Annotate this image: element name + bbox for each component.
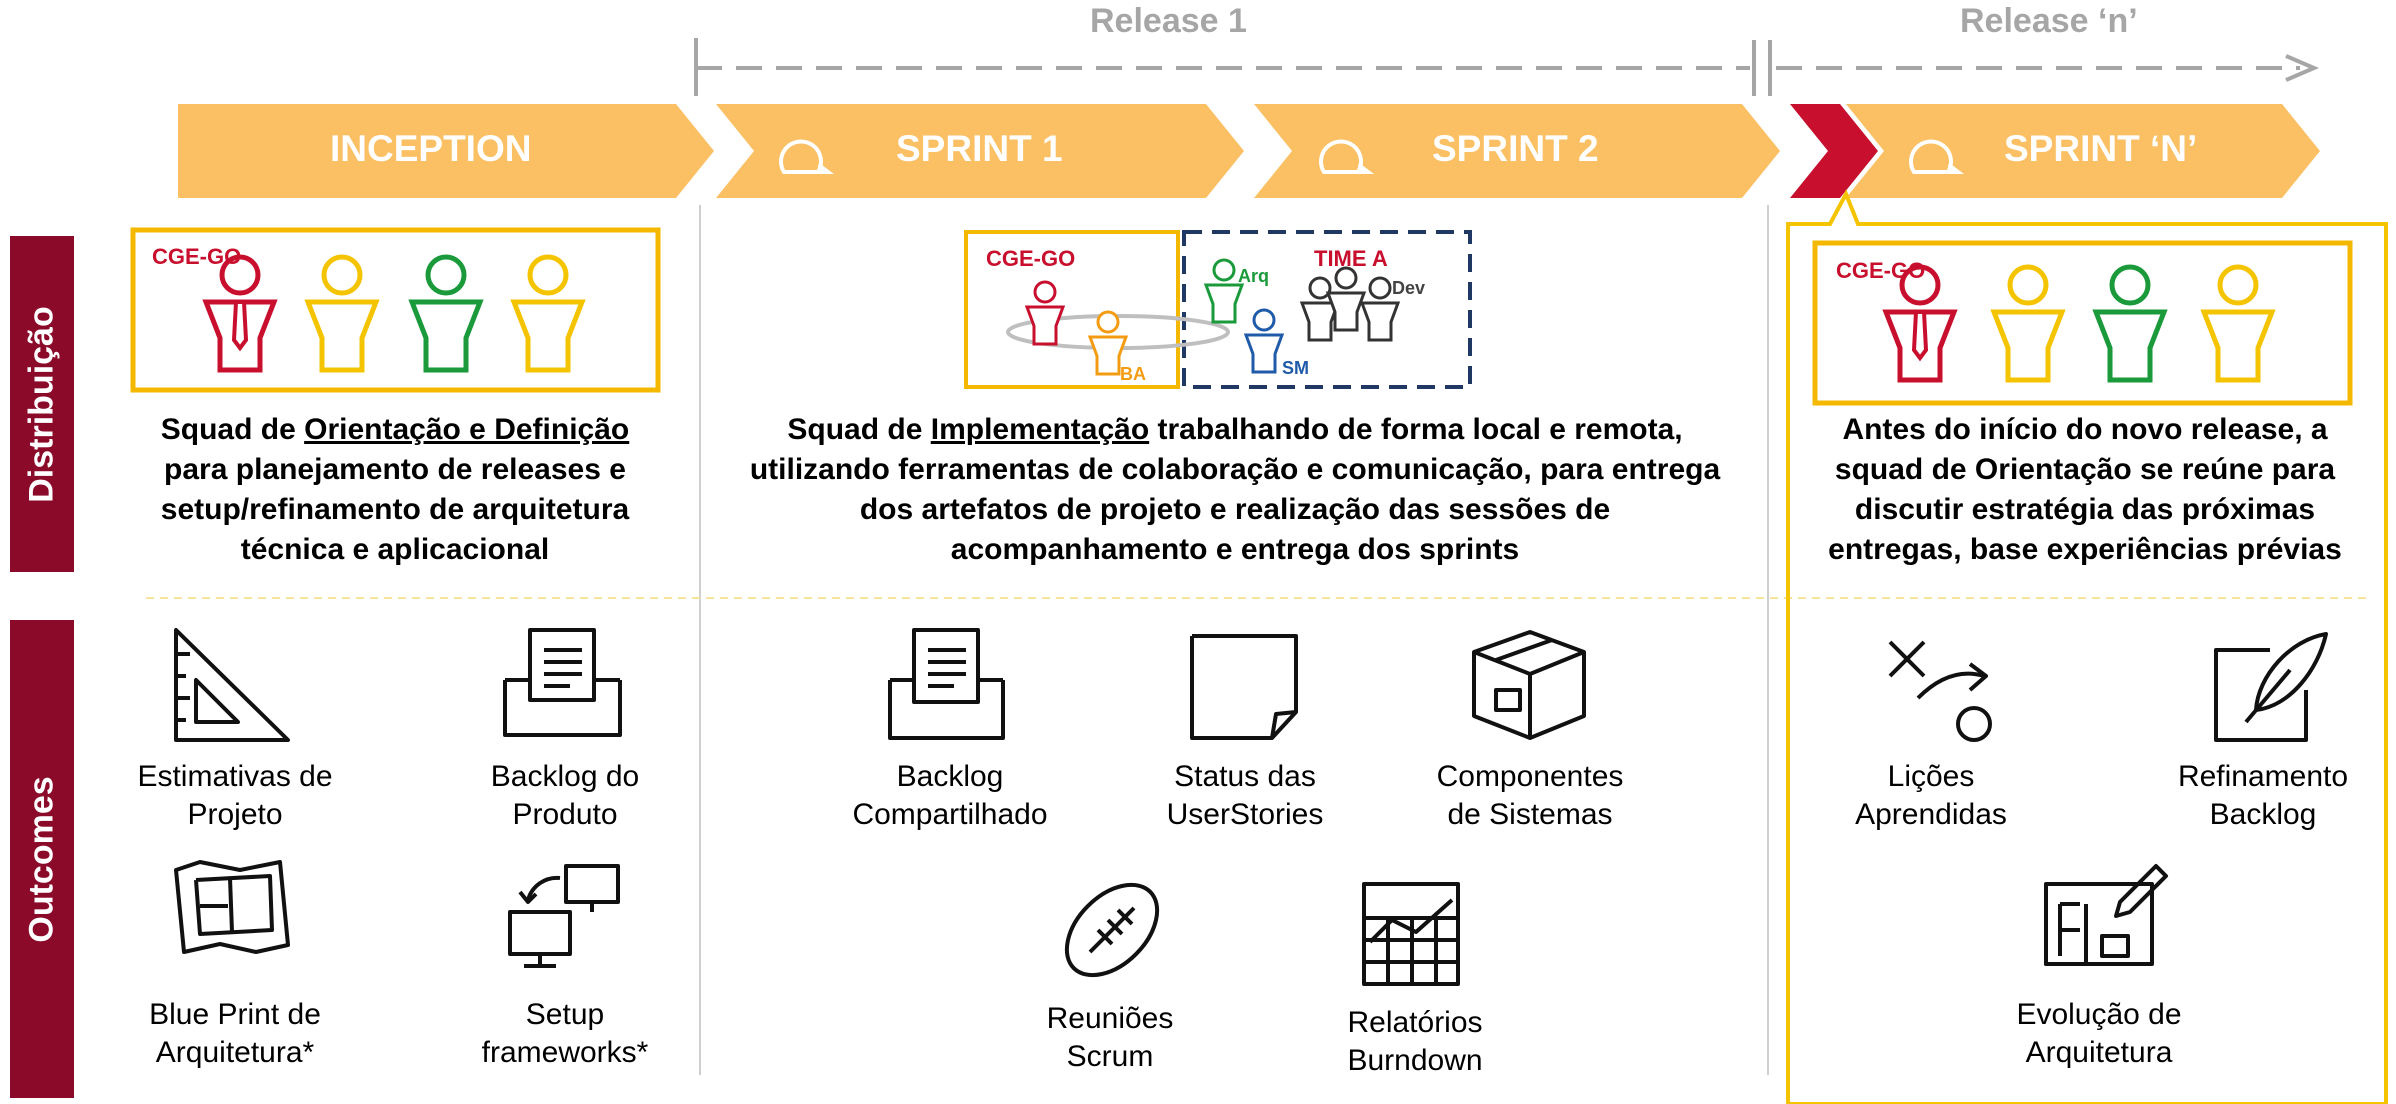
phase-label: INCEPTION xyxy=(330,128,532,169)
team-tag-time-a: TIME A xyxy=(1314,246,1388,271)
phase-sprintn-shape xyxy=(1846,104,2320,198)
phase-sprint-n: SPRINT ‘N’ xyxy=(2004,102,2197,196)
blueprint-pencil-icon xyxy=(2044,864,2168,966)
sidebar-outcomes: Outcomes xyxy=(10,620,74,1098)
outcome-refinamento-backlog: Refinamento Backlog xyxy=(2177,760,2349,831)
sprintn-team-frame xyxy=(1812,240,2353,406)
sprintn-description: Antes do início do novo release, a squad… xyxy=(1828,413,2342,566)
outcome-backlog-compartilhado: Backlog Compartilhado xyxy=(852,760,1048,831)
person-green-icon xyxy=(412,257,480,370)
person-green-icon xyxy=(2096,267,2164,380)
release-timeline xyxy=(694,38,2320,96)
floor-plan-icon xyxy=(174,860,290,954)
sprint-time-a-frame xyxy=(1182,230,1472,389)
outcome-status-userstories: Status das UserStories xyxy=(1166,760,1324,831)
box-icon xyxy=(1472,630,1586,740)
phase-sprint-2: SPRINT 2 xyxy=(1432,102,1599,196)
inbox-document-icon xyxy=(888,628,1005,740)
phase-sprint2-shape xyxy=(1254,104,1780,198)
outcome-icons xyxy=(174,628,2328,986)
phase-sprintn-red-shape xyxy=(1790,104,1878,198)
inbox-document-icon xyxy=(503,628,622,737)
sprint-loop-icons xyxy=(779,139,1964,174)
phase-sprint1-shape xyxy=(716,104,1244,198)
phase-label: SPRINT 1 xyxy=(896,128,1063,169)
sprints-description: Squad de Implementação trabalhando de fo… xyxy=(749,413,1721,566)
tactics-icon xyxy=(1888,640,1992,742)
inception-description: Squad de Orientação e Definição para pla… xyxy=(160,413,630,566)
sprintn-callout-frame xyxy=(1786,189,2388,1104)
sprint-cge-frame xyxy=(964,230,1180,389)
person-yellow-icon xyxy=(2204,267,2272,380)
phase-label: SPRINT ‘N’ xyxy=(2004,128,2198,169)
person-yellow-icon xyxy=(1994,267,2062,380)
football-icon xyxy=(1064,882,1160,978)
release-1-label: Release 1 xyxy=(1090,2,1247,40)
inception-team-frame xyxy=(130,227,661,393)
sidebar-label: Outcomes xyxy=(22,775,61,943)
team-tag-cge: CGE-GO xyxy=(152,244,242,269)
outcome-licoes-aprendidas: Lições Aprendidas xyxy=(1855,760,2007,831)
sidebar-distribution: Distribuição xyxy=(10,236,74,572)
outcome-setup-frameworks: Setup frameworks* xyxy=(481,998,649,1069)
release-n-label: Release ‘n’ xyxy=(1960,2,2138,40)
chart-grid-icon xyxy=(1362,882,1460,986)
role-arq: Arq xyxy=(1238,266,1269,286)
team-tag-cge: CGE-GO xyxy=(1836,258,1926,283)
sprintn-people xyxy=(1886,267,2272,380)
team-tag-cge: CGE-GO xyxy=(986,246,1076,271)
outcome-reunioes-scrum: Reuniões Scrum xyxy=(1046,1002,1174,1073)
person-yellow-icon xyxy=(308,257,376,370)
role-sm: SM xyxy=(1282,358,1309,378)
person-yellow-icon xyxy=(514,257,582,370)
outcome-backlog-produto: Backlog do Produto xyxy=(490,760,640,831)
outcome-blue-print: Blue Print de Arquitetura* xyxy=(149,998,321,1069)
outcome-relatorios-burndown: Relatórios Burndown xyxy=(1347,1006,1483,1077)
edit-feather-icon xyxy=(2214,632,2328,742)
inception-people xyxy=(206,257,582,370)
outcome-estimativas: Estimativas de Projeto xyxy=(137,760,333,831)
monitors-sync-icon xyxy=(508,864,620,968)
sidebar-label: Distribuição xyxy=(22,305,61,503)
triangle-ruler-icon xyxy=(174,628,290,742)
sticky-note-icon xyxy=(1190,634,1298,740)
phase-label: SPRINT 2 xyxy=(1432,128,1599,169)
outcome-evolucao-arquitetura: Evolução de Arquitetura xyxy=(2016,998,2182,1069)
phase-sprint-1: SPRINT 1 xyxy=(896,102,1063,196)
person-red-icon xyxy=(206,257,274,370)
outcome-componentes: Componentes de Sistemas xyxy=(1436,760,1624,831)
role-ba: BA xyxy=(1120,364,1146,384)
phase-inception: INCEPTION xyxy=(330,102,531,196)
phase-inception-shape xyxy=(178,104,714,198)
role-dev: Dev xyxy=(1392,278,1426,298)
phase-chevrons xyxy=(178,104,2320,198)
sprint-people xyxy=(1006,258,1400,376)
